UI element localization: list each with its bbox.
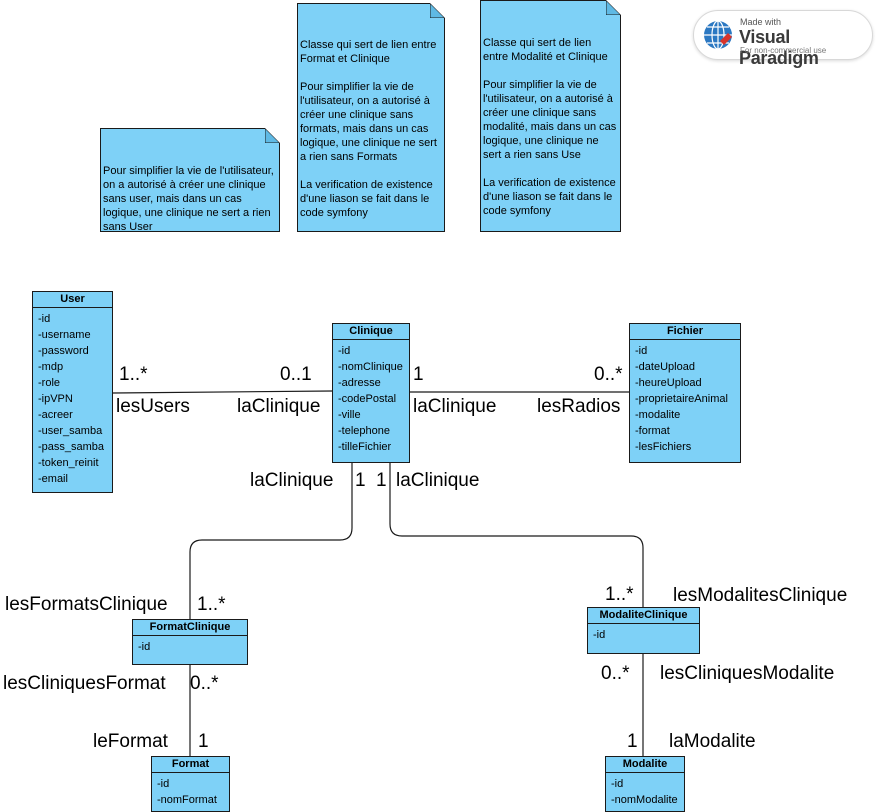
note-fold <box>265 128 280 143</box>
note-format-text: Classe qui sert de lien entre Format et … <box>300 39 437 219</box>
class-attribute: -nomFormat <box>157 794 217 806</box>
multiplicity-label: 1 <box>627 731 638 752</box>
note-modalite-text: Classe qui sert de lien entre Modalité e… <box>483 37 617 217</box>
class-attribute: -username <box>38 329 91 341</box>
logo-made-with: Made with <box>740 17 782 27</box>
class-modaliteclinique-name: ModaliteClinique <box>588 608 699 624</box>
note-fold <box>606 0 621 15</box>
class-attribute: -adresse <box>338 377 381 389</box>
note-user[interactable]: Pour simplifier la vie de l'utilisateur,… <box>100 128 280 233</box>
class-attribute: -user_samba <box>38 425 103 437</box>
class-formatclinique-name: FormatClinique <box>133 620 247 636</box>
assoc-clinique-modaliteclinique <box>389 463 644 607</box>
class-user-name: User <box>33 292 112 308</box>
class-attribute: -pass_samba <box>38 441 105 453</box>
role-label: lesFormatsClinique <box>5 594 168 615</box>
multiplicity-label: 1 <box>355 470 366 491</box>
role-label: laClinique <box>413 396 497 417</box>
class-attribute: -id <box>593 629 606 641</box>
multiplicity-label: 0..* <box>190 673 219 694</box>
class-formatclinique[interactable]: FormatClinique -id <box>132 619 248 665</box>
role-label: lesModalitesClinique <box>673 585 848 606</box>
class-attribute: -id <box>611 778 624 790</box>
class-fichier[interactable]: Fichier -id -dateUpload -heureUpload -pr… <box>629 323 741 463</box>
multiplicity-label: 1 <box>376 470 387 491</box>
role-label: lesCliniquesFormat <box>3 673 166 694</box>
class-attribute: -proprietaireAnimal <box>635 393 728 405</box>
multiplicity-label: 0..* <box>601 663 630 684</box>
class-attribute: -role <box>38 377 61 389</box>
class-attribute: -id <box>138 641 151 653</box>
note-format[interactable]: Classe qui sert de lien entre Format et … <box>297 3 445 232</box>
class-modaliteclinique[interactable]: ModaliteClinique -id <box>587 607 700 654</box>
class-attribute: -nomModalite <box>611 794 678 806</box>
class-attribute: -id <box>338 345 351 357</box>
globe-icon <box>704 20 732 50</box>
class-attribute: -codePostal <box>338 393 397 405</box>
role-label: leFormat <box>93 731 168 752</box>
class-attribute: -nomClinique <box>338 361 403 373</box>
class-format-name: Format <box>152 757 229 773</box>
class-attribute: -mdp <box>38 361 64 373</box>
class-attribute: -id <box>635 345 648 357</box>
class-attribute: -telephone <box>338 425 390 437</box>
multiplicity-label: 0..1 <box>280 364 312 385</box>
class-format[interactable]: Format -id -nomFormat <box>151 756 230 812</box>
class-modalite-name: Modalite <box>606 757 684 773</box>
class-user[interactable]: User -id -username -password -mdp -role … <box>32 291 113 493</box>
role-label: laClinique <box>396 470 480 491</box>
class-attribute: -acreer <box>38 409 73 421</box>
class-clinique-name: Clinique <box>333 324 409 340</box>
class-attribute: -ville <box>338 409 361 421</box>
multiplicity-label: 1..* <box>119 364 148 385</box>
multiplicity-label: 1 <box>198 731 209 752</box>
role-label: laClinique <box>237 396 321 417</box>
class-attribute: -token_reinit <box>38 457 99 469</box>
logo-brand: Visual Paradigm <box>739 27 819 68</box>
class-attribute: -ipVPN <box>38 393 73 405</box>
multiplicity-label: 0..* <box>594 364 623 385</box>
class-attribute: -id <box>38 313 51 325</box>
logo-subtitle: For non-commercial use <box>740 46 827 55</box>
class-attribute: -heureUpload <box>635 377 702 389</box>
class-modalite[interactable]: Modalite -id -nomModalite <box>605 756 685 812</box>
class-attribute: -tilleFichier <box>338 441 392 453</box>
class-attribute: -modalite <box>635 409 681 421</box>
role-label: laClinique <box>250 470 334 491</box>
multiplicity-label: 1 <box>413 364 424 385</box>
note-modalite[interactable]: Classe qui sert de lien entre Modalité e… <box>480 0 621 232</box>
class-attribute: -password <box>38 345 89 357</box>
role-label: laModalite <box>669 731 756 752</box>
class-clinique[interactable]: Clinique -id -nomClinique -adresse -code… <box>332 323 410 463</box>
class-attribute: -id <box>157 778 170 790</box>
note-fold <box>430 3 445 18</box>
class-fichier-name: Fichier <box>630 324 740 340</box>
assoc-user-clinique <box>112 390 333 394</box>
multiplicity-label: 1..* <box>605 584 634 605</box>
class-attribute: -dateUpload <box>635 361 695 373</box>
role-label: lesUsers <box>116 396 190 417</box>
multiplicity-label: 1..* <box>197 594 226 615</box>
class-attribute: -email <box>38 473 68 485</box>
visual-paradigm-logo: Made with Visual Paradigm For non-commer… <box>693 10 873 68</box>
role-label: lesCliniquesModalite <box>660 663 835 684</box>
note-user-text: Pour simplifier la vie de l'utilisateur,… <box>103 165 274 233</box>
class-attribute: -lesFichiers <box>635 441 692 453</box>
class-attribute: -format <box>635 425 670 437</box>
role-label: lesRadios <box>537 396 621 417</box>
assoc-clinique-formatclinique <box>189 463 353 619</box>
